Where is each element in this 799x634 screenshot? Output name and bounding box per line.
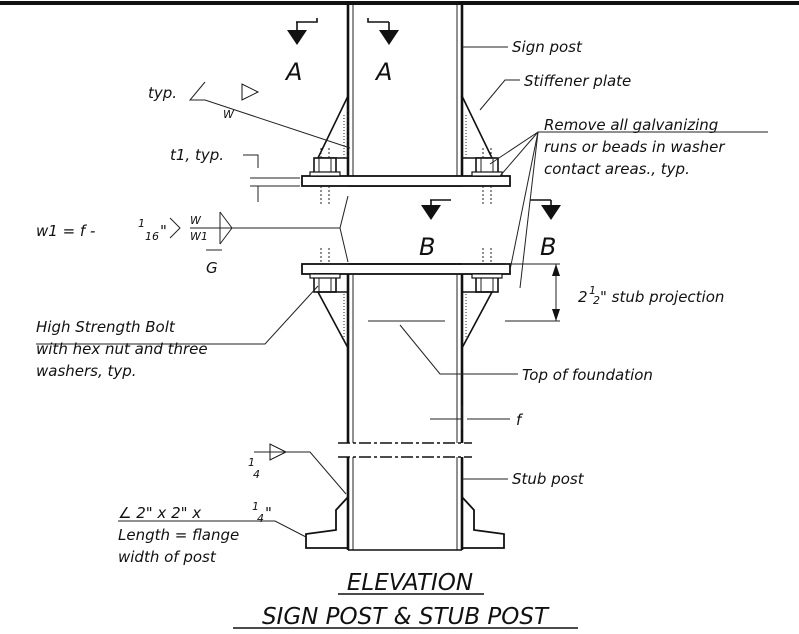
- stub-projection-whole: 2: [578, 288, 588, 306]
- section-arrow-b-left: [421, 199, 451, 220]
- t1-label: t1, typ.: [170, 146, 224, 164]
- upper-stiffener-plates: [316, 95, 494, 160]
- section-letter-a-left: A: [284, 58, 302, 86]
- section-letter-b-left: B: [419, 233, 435, 261]
- stub-post: [346, 263, 464, 551]
- upper-left-bolt: [309, 148, 341, 205]
- lower-right-bolt: [471, 248, 503, 293]
- angle-note-line1: ∠ 2" x 2" x: [118, 504, 201, 522]
- bolt-note-line3: washers, typ.: [36, 362, 137, 380]
- section-arrow-a-left: [287, 18, 318, 45]
- w1-formula: w1 = f -: [36, 222, 95, 240]
- lower-base-plate: [301, 263, 511, 275]
- sign-post-label: Sign post: [512, 38, 583, 56]
- upper-right-bolt: [471, 148, 503, 205]
- upper-base-plate: [301, 175, 511, 187]
- bolt-note-line1: High Strength Bolt: [36, 318, 176, 336]
- sign-post: [346, 5, 464, 187]
- title-elevation: ELEVATION: [347, 570, 473, 596]
- stub-projection-den: 2: [593, 294, 600, 307]
- galvanizing-note-line3: contact areas., typ.: [544, 160, 690, 178]
- leader-lines: [36, 46, 768, 538]
- section-arrow-b-right: [530, 199, 561, 220]
- angle-note-line2: Length = flange: [118, 526, 239, 544]
- weld-symbol-g: G: [206, 259, 218, 277]
- typ-weld-label: typ.: [148, 84, 177, 102]
- quarter-weld-den: 4: [253, 468, 260, 481]
- section-arrow-a-right: [367, 18, 399, 45]
- lower-stiffener-plates: [316, 291, 494, 349]
- angle-note-line3: width of post: [118, 548, 217, 566]
- stub-projection-label: " stub projection: [600, 288, 724, 306]
- section-letter-b-right: B: [540, 233, 556, 261]
- w1-fraction-den: 16: [145, 230, 159, 243]
- w1-fraction-num: 1: [138, 217, 145, 230]
- angle-fraction-den: 4: [257, 512, 264, 525]
- angle-fraction-num: 1: [252, 500, 259, 513]
- lower-left-bolt: [309, 248, 341, 293]
- f-label: f: [516, 411, 524, 429]
- title-sign-post-stub-post: SIGN POST & STUB POST: [262, 604, 550, 630]
- top-of-foundation-label: Top of foundation: [522, 366, 653, 384]
- w1-inch: ": [160, 222, 167, 240]
- quarter-weld-num: 1: [248, 456, 255, 469]
- weld-symbol-w2: W: [190, 214, 202, 227]
- weld-symbol-w: W: [223, 108, 235, 121]
- section-letter-a-right: A: [374, 58, 392, 86]
- angle-inch: ": [265, 504, 272, 522]
- angle-clips: [305, 494, 505, 549]
- galvanizing-note-line1: Remove all galvanizing: [544, 116, 718, 134]
- stub-projection-num: 1: [589, 284, 596, 297]
- galvanizing-note-line2: runs or beads in washer: [544, 138, 725, 156]
- stub-post-label: Stub post: [512, 470, 585, 488]
- stiffener-plate-label: Stiffener plate: [524, 72, 631, 90]
- bolt-note-line2: with hex nut and three: [36, 340, 208, 358]
- break-lines: [338, 442, 472, 458]
- weld-symbol-w1: W1: [190, 230, 208, 243]
